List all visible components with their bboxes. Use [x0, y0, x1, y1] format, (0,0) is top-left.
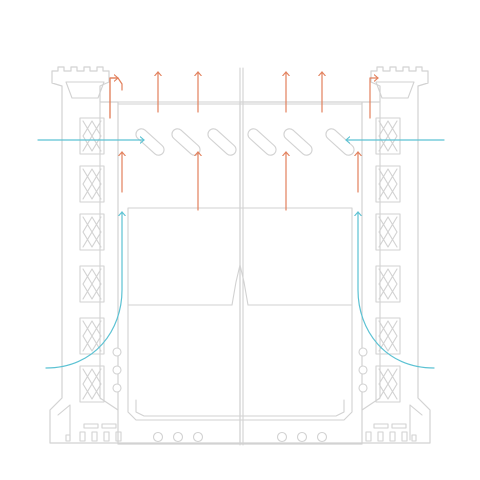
left-truss-diamond [82, 168, 102, 200]
right-rail-hole [358, 365, 368, 375]
right-rail-hole [358, 383, 368, 393]
rail-holes [112, 347, 368, 393]
left-truss-cross [82, 120, 102, 152]
right-rail-hole [358, 347, 368, 357]
left-truss-cross [82, 320, 102, 352]
left-truss-panel [79, 117, 105, 155]
base-tab [377, 431, 384, 442]
base-tab [79, 431, 86, 442]
intake-flow-arrows [37, 140, 445, 369]
vent-slot-shape [283, 128, 313, 156]
left-rail-hole [112, 347, 122, 357]
base-details [57, 404, 423, 443]
right-truss-panel [375, 213, 401, 251]
intake-curve-right [358, 212, 435, 369]
left-truss-diamond [82, 268, 102, 300]
left-rail-hole [112, 365, 122, 375]
left-truss-diamond [82, 320, 102, 352]
base-slot [391, 423, 407, 429]
right-foot-brace [409, 404, 423, 441]
vent-slot-shape [207, 128, 237, 156]
left-truss-cross [82, 216, 102, 248]
base-tab [115, 431, 122, 442]
left-truss-panel [79, 165, 105, 203]
base-round-hole [296, 431, 308, 443]
left-truss-panel [79, 213, 105, 251]
base-round-hole [276, 431, 288, 443]
base-pin [411, 434, 417, 442]
vent-slot [325, 128, 355, 156]
right-truss-diamond [378, 268, 398, 300]
right-truss-diamond [378, 216, 398, 248]
right-truss-cross [378, 168, 398, 200]
left-truss-diamond [82, 216, 102, 248]
right-truss-cross [378, 120, 398, 152]
right-truss-cross [378, 368, 398, 400]
exhaust-corner-left-tip [109, 78, 118, 119]
vent-slot-shape [247, 128, 277, 156]
left-foot-brace [57, 404, 71, 441]
left-truss-cross [82, 268, 102, 300]
base-slot [83, 423, 99, 429]
right-truss-diamond [378, 320, 398, 352]
left-truss [79, 117, 105, 403]
right-truss-diamond [378, 120, 398, 152]
base-round-hole [192, 431, 204, 443]
exhaust-corner-right [369, 78, 378, 119]
right-truss-cross [378, 216, 398, 248]
vent-slot [283, 128, 313, 156]
base-round-hole [152, 431, 164, 443]
vent-slot [247, 128, 277, 156]
right-truss-diamond [378, 168, 398, 200]
top-plate [117, 101, 363, 105]
base-tab [389, 431, 396, 442]
right-truss-cross [378, 268, 398, 300]
left-truss-diamond [82, 368, 102, 400]
base-tab [103, 431, 110, 442]
exhaust-flow-arrows [109, 72, 378, 211]
bay-inner-tray [135, 399, 345, 417]
right-truss-panel [375, 265, 401, 303]
right-truss-cross [378, 320, 398, 352]
right-truss-panel [375, 117, 401, 155]
left-truss-diamond [82, 120, 102, 152]
base-slot [373, 423, 389, 429]
base-slot [101, 423, 117, 429]
base-tab [91, 431, 98, 442]
vent-slot [135, 128, 165, 156]
base-tab [365, 431, 372, 442]
left-cap-recess [65, 81, 105, 99]
left-rail-hole [112, 383, 122, 393]
left-truss-cross [82, 368, 102, 400]
vent-slot-shape [325, 128, 355, 156]
base-round-hole [172, 431, 184, 443]
right-cap-recess [375, 81, 415, 99]
right-truss-panel [375, 365, 401, 403]
intake-curve-left [45, 212, 122, 369]
lower-bay [127, 207, 353, 421]
base-tab [401, 431, 408, 442]
left-truss-panel [79, 365, 105, 403]
left-truss-panel [79, 265, 105, 303]
module-divider [127, 264, 353, 306]
right-truss-diamond [378, 368, 398, 400]
vent-slot-shape [135, 128, 165, 156]
left-truss-cross [82, 168, 102, 200]
base-round-hole [316, 431, 328, 443]
right-truss-panel [375, 165, 401, 203]
vent-slot [207, 128, 237, 156]
top-vents [135, 128, 355, 156]
